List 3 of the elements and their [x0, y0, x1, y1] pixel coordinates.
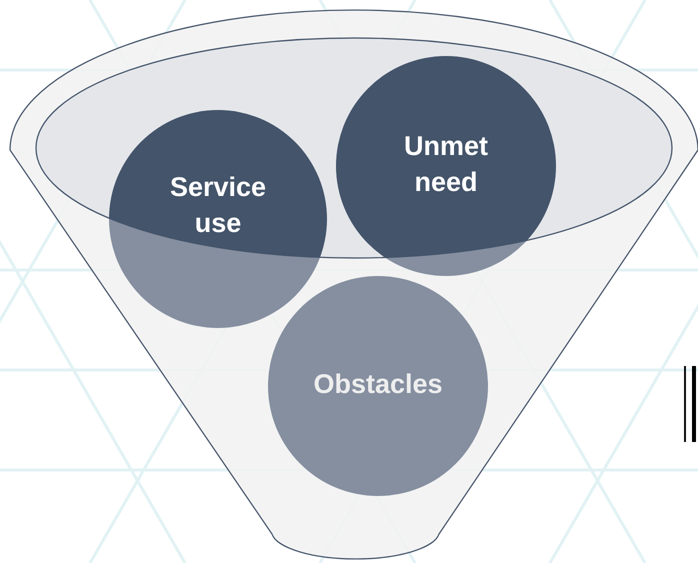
node-label: Service use	[168, 171, 268, 240]
node-label: Obstacles	[312, 368, 444, 401]
node-label: Unmet need	[402, 130, 489, 199]
